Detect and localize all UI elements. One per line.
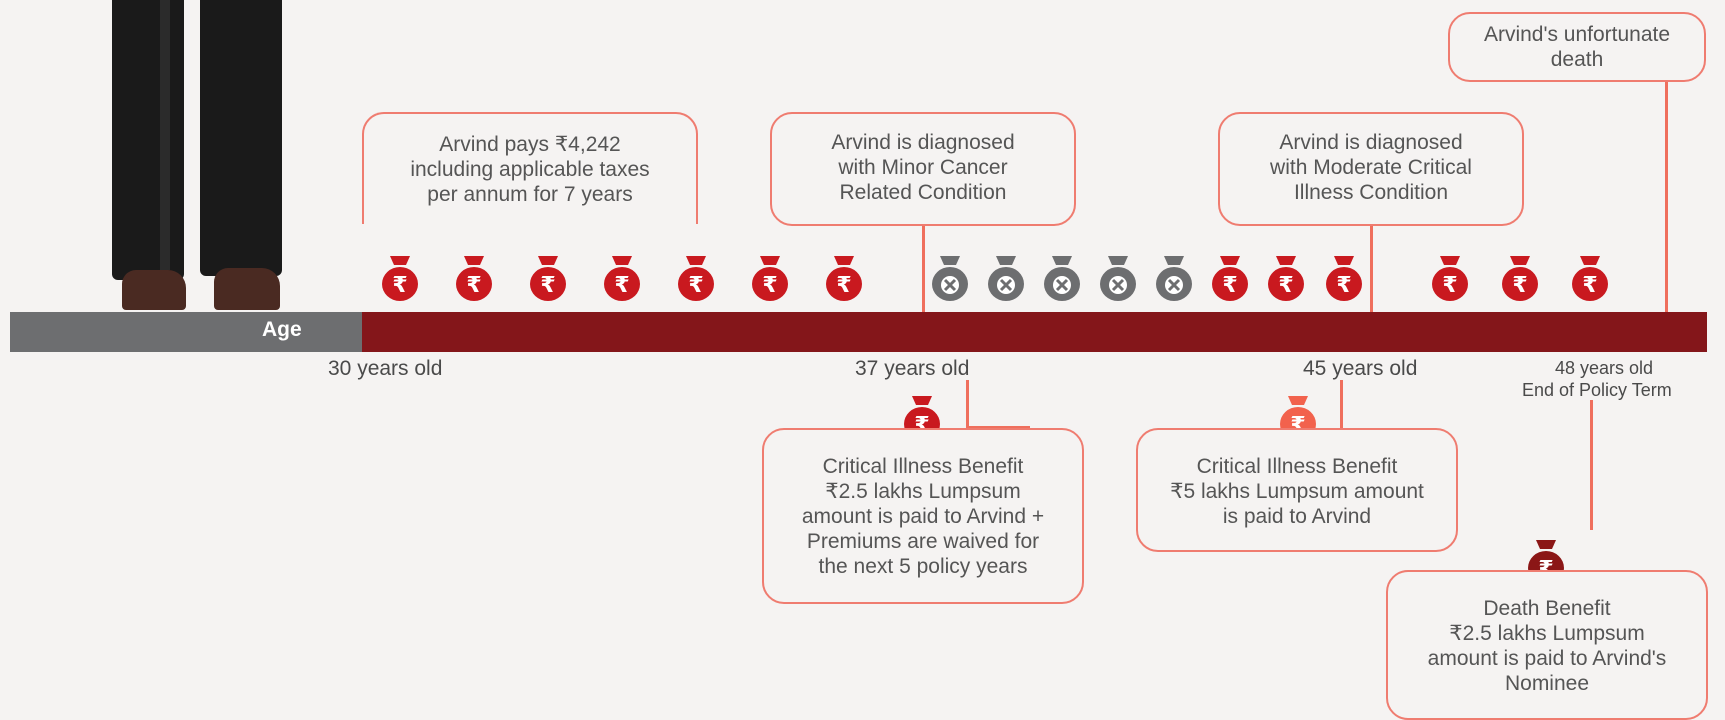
rupee-bag-icon: ₹ (752, 256, 788, 301)
rupee-bag-icon: ₹ (1572, 256, 1608, 301)
pre-age-bar (10, 312, 362, 352)
premium-line-2: including applicable taxes (410, 158, 650, 181)
waived-bag-icon (1044, 256, 1080, 301)
timeline-bar (362, 312, 1707, 352)
death-benefit-line-4: Nominee (1504, 672, 1590, 695)
minor-cancer-line-3: Related Condition (839, 181, 1007, 204)
svg-text:₹: ₹ (1336, 273, 1351, 298)
svg-text:₹: ₹ (1222, 273, 1237, 298)
age-marker-30: 30 years old (328, 357, 443, 380)
rupee-bag-icon: ₹ (1432, 256, 1468, 301)
svg-text:₹: ₹ (614, 273, 629, 298)
rupee-bag-icon: ₹ (1326, 256, 1362, 301)
benefit-2-connector (1340, 380, 1343, 428)
benefit-1-line-1: Critical Illness Benefit (822, 455, 1024, 478)
benefit-1-line-5: the next 5 policy years (818, 555, 1028, 578)
death-benefit-line-2: ₹2.5 lakhs Lumpsum (1449, 622, 1645, 645)
rupee-bag-icon: ₹ (1268, 256, 1304, 301)
death-line-1: Arvind's unfortunate (1483, 23, 1671, 46)
death-benefit-line-1: Death Benefit (1483, 597, 1611, 620)
svg-text:₹: ₹ (1442, 273, 1457, 298)
end-of-policy-term: End of Policy Term (1522, 380, 1672, 400)
svg-text:₹: ₹ (762, 273, 777, 298)
benefit-1-connector-elbow (966, 426, 1030, 429)
rupee-bag-icon: ₹ (530, 256, 566, 301)
death-connector (1665, 82, 1668, 312)
critical-illness-benefit-box-1: Critical Illness Benefit ₹2.5 lakhs Lump… (762, 428, 1084, 604)
minor-cancer-line-2: with Minor Cancer (838, 156, 1008, 179)
premium-line-1: Arvind pays ₹4,242 (439, 133, 621, 156)
critical-illness-benefit-box-2: Critical Illness Benefit ₹5 lakhs Lumpsu… (1136, 428, 1458, 552)
rupee-bag-icon: ₹ (1212, 256, 1248, 301)
moderate-illness-event-box: Arvind is diagnosed with Moderate Critic… (1218, 112, 1524, 226)
age-marker-48: 48 years old (1555, 358, 1654, 378)
premium-line-3: per annum for 7 years (427, 183, 633, 206)
premium-event-box: Arvind pays ₹4,242 including applicable … (362, 112, 698, 224)
minor-cancer-connector (922, 226, 925, 312)
age-marker-45: 45 years old (1303, 357, 1418, 380)
benefit-2-line-1: Critical Illness Benefit (1196, 455, 1398, 478)
death-benefit-line-3: amount is paid to Arvind's (1427, 647, 1667, 670)
minor-cancer-line-1: Arvind is diagnosed (831, 131, 1015, 154)
benefit-2-line-2: ₹5 lakhs Lumpsum amount (1170, 480, 1424, 503)
left-shoe-icon (122, 270, 186, 310)
death-benefit-box: Death Benefit ₹2.5 lakhs Lumpsum amount … (1386, 570, 1708, 720)
waived-bag-icon (1100, 256, 1136, 301)
svg-text:₹: ₹ (1278, 273, 1293, 298)
age-marker-37: 37 years old (855, 357, 970, 380)
right-shoe-icon (214, 268, 280, 310)
rupee-bag-icon: ₹ (1502, 256, 1538, 301)
benefit-2-line-3: is paid to Arvind (1222, 505, 1372, 528)
svg-text:₹: ₹ (466, 273, 481, 298)
svg-text:₹: ₹ (1512, 273, 1527, 298)
svg-text:₹: ₹ (688, 273, 703, 298)
svg-text:₹: ₹ (392, 273, 407, 298)
death-benefit-connector (1590, 400, 1593, 530)
rupee-bag-icon: ₹ (604, 256, 640, 301)
svg-text:₹: ₹ (1582, 273, 1597, 298)
death-line-2: death (1550, 48, 1604, 71)
death-event-box: Arvind's unfortunate death (1448, 12, 1706, 82)
svg-text:₹: ₹ (836, 273, 851, 298)
rupee-bag-icon: ₹ (826, 256, 862, 301)
svg-text:₹: ₹ (540, 273, 555, 298)
minor-cancer-event-box: Arvind is diagnosed with Minor Cancer Re… (770, 112, 1076, 226)
rupee-bag-icon: ₹ (382, 256, 418, 301)
benefit-1-line-4: Premiums are waived for (806, 530, 1040, 553)
age-axis-label: Age (262, 318, 302, 341)
benefit-1-connector (966, 380, 969, 428)
right-leg (200, 0, 282, 276)
benefit-1-line-3: amount is paid to Arvind + (801, 505, 1045, 528)
leg-shadow (160, 0, 170, 270)
rupee-bag-icon: ₹ (678, 256, 714, 301)
moderate-illness-line-2: with Moderate Critical (1270, 156, 1472, 179)
waived-bag-icon (1156, 256, 1192, 301)
moderate-illness-line-1: Arvind is diagnosed (1279, 131, 1463, 154)
waived-bag-icon (932, 256, 968, 301)
rupee-bag-icon: ₹ (456, 256, 492, 301)
left-leg (112, 0, 184, 280)
moderate-illness-line-3: Illness Condition (1293, 181, 1449, 204)
benefit-1-line-2: ₹2.5 lakhs Lumpsum (825, 480, 1021, 503)
moderate-illness-connector (1370, 226, 1373, 312)
waived-bag-icon (988, 256, 1024, 301)
